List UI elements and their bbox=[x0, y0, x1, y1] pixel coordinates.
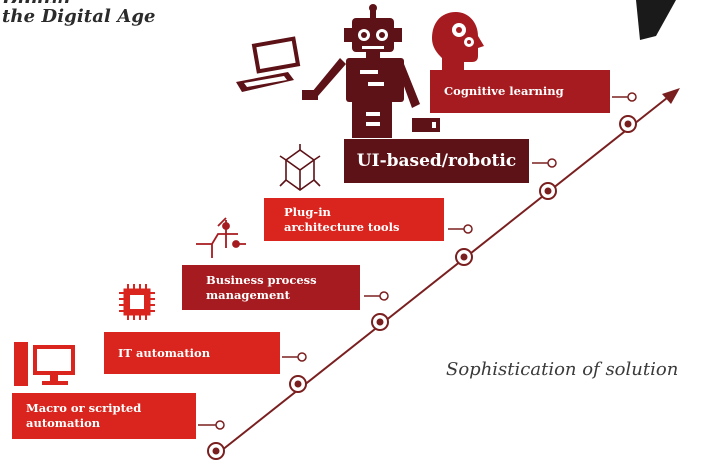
gear-connector-icon bbox=[198, 420, 225, 460]
gear-connector-icon bbox=[282, 352, 307, 393]
step-label-line1: IT automation bbox=[118, 345, 211, 360]
heading-cut-line: Digital Transformation bbox=[2, 0, 162, 3]
axis-label: Sophistication of solution bbox=[446, 359, 679, 380]
step-plugin-architecture-tools: Plug-in architecture tools bbox=[264, 198, 444, 241]
step-label-line1: Cognitive learning bbox=[444, 84, 564, 98]
chip-icon bbox=[119, 284, 155, 320]
laptop-icon bbox=[236, 36, 301, 92]
gear-connector-icon bbox=[448, 224, 473, 266]
sophistication-arrow bbox=[211, 93, 673, 459]
gear-connector-icon bbox=[364, 291, 389, 331]
step-label-line1: Macro or scripted bbox=[26, 401, 142, 415]
gear-connector-icon bbox=[532, 158, 557, 200]
heading: the Digital Age bbox=[2, 6, 156, 27]
process-flow-icon bbox=[196, 217, 246, 258]
arrow-head bbox=[662, 88, 680, 104]
step-label-line2: architecture tools bbox=[284, 219, 400, 234]
step-label-line1: Plug-in bbox=[284, 204, 331, 219]
cube-icon bbox=[279, 144, 321, 191]
step-label-line2: automation bbox=[26, 416, 101, 430]
step-label-line1: Business process bbox=[206, 272, 317, 287]
step-cognitive-learning: Cognitive learning bbox=[430, 70, 610, 113]
step-label-line1: UI-based/robotic bbox=[356, 150, 517, 171]
step-business-process-management: Business process management bbox=[182, 265, 360, 310]
step-macro-automation: Macro or scripted automation bbox=[12, 393, 196, 439]
step-ui-based-robotic: UI-based/robotic bbox=[344, 139, 529, 183]
gear-connector-icon bbox=[612, 92, 637, 133]
robot-icon bbox=[302, 4, 440, 138]
computer-icon bbox=[14, 342, 75, 386]
corner-shape bbox=[636, 0, 676, 40]
step-label-line2: management bbox=[206, 287, 290, 302]
brain-gears-icon bbox=[432, 12, 484, 70]
step-it-automation: IT automation bbox=[104, 332, 280, 374]
